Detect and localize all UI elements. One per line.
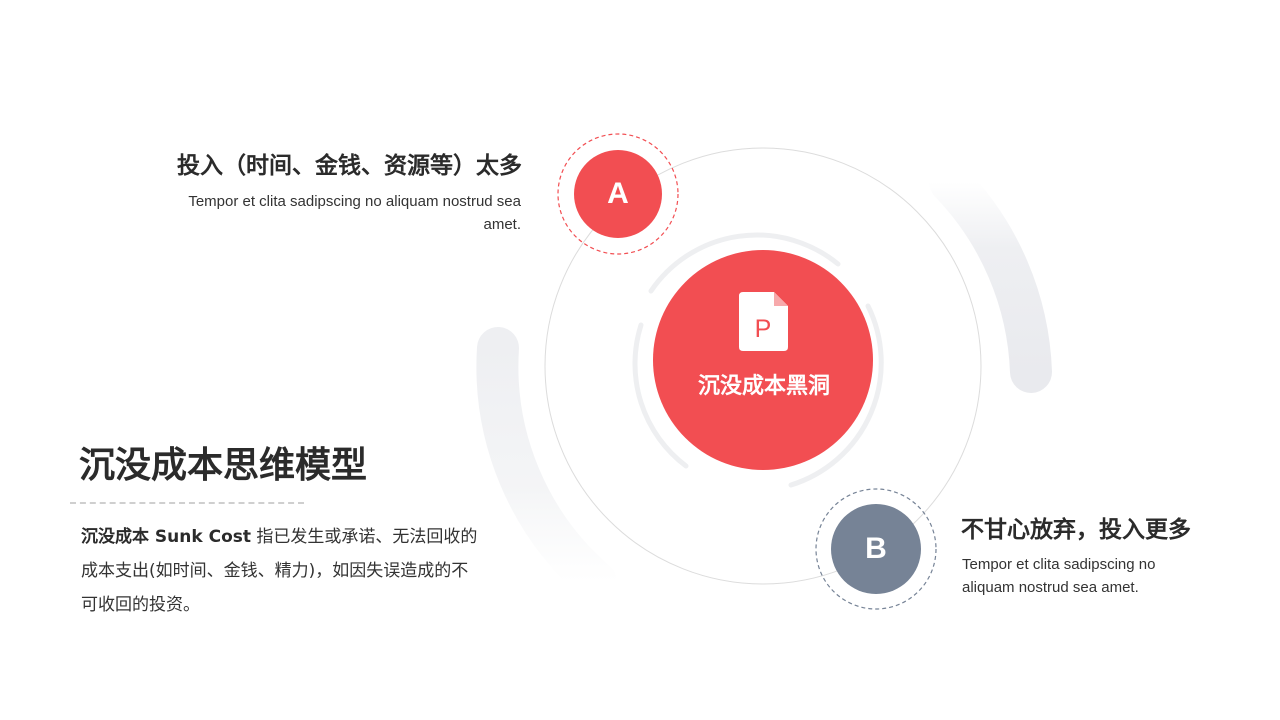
- node-a-badge: A: [607, 177, 629, 210]
- outer-ring: [544, 147, 982, 585]
- node-a-description: Tempor et clita sadipscing no aliquam no…: [188, 193, 521, 233]
- file-icon-letter: P: [755, 315, 772, 343]
- intro-description: 沉没成本 Sunk Cost 指已发生或承诺、无法回收的成本支出(如时间、金钱、…: [81, 520, 481, 622]
- inner-ring-segment-right: [788, 303, 884, 488]
- node-a-circle[interactable]: [574, 150, 662, 238]
- node-b-title: 不甘心放弃，投入更多: [961, 517, 1191, 543]
- node-b-dashed-ring: [815, 488, 937, 610]
- decor-arc-left: [476, 327, 617, 603]
- center-label: 沉没成本黑洞: [697, 374, 830, 399]
- powerpoint-file-icon: P: [739, 292, 788, 351]
- inner-ring-segment-left: [632, 322, 689, 469]
- node-a-dashed-ring: [557, 133, 679, 255]
- dashed-divider: [70, 502, 304, 504]
- intro-term: 沉没成本 Sunk Cost: [81, 527, 251, 547]
- node-b-description: Tempor et clita sadipscing no aliquam no…: [962, 556, 1156, 596]
- node-b-circle[interactable]: [831, 504, 921, 594]
- intro-definition: 指已发生或承诺、无法回收的成本支出(如时间、金钱、精力)，如因失误造成的不可收回…: [81, 527, 478, 615]
- center-circle: [653, 250, 873, 470]
- node-a-title: 投入（时间、金钱、资源等）太多: [177, 153, 522, 179]
- node-b-badge: B: [865, 532, 887, 565]
- decor-arc-right: [929, 161, 1052, 393]
- inner-ring-segment-top: [648, 232, 841, 294]
- page-title: 沉没成本思维模型: [79, 445, 368, 486]
